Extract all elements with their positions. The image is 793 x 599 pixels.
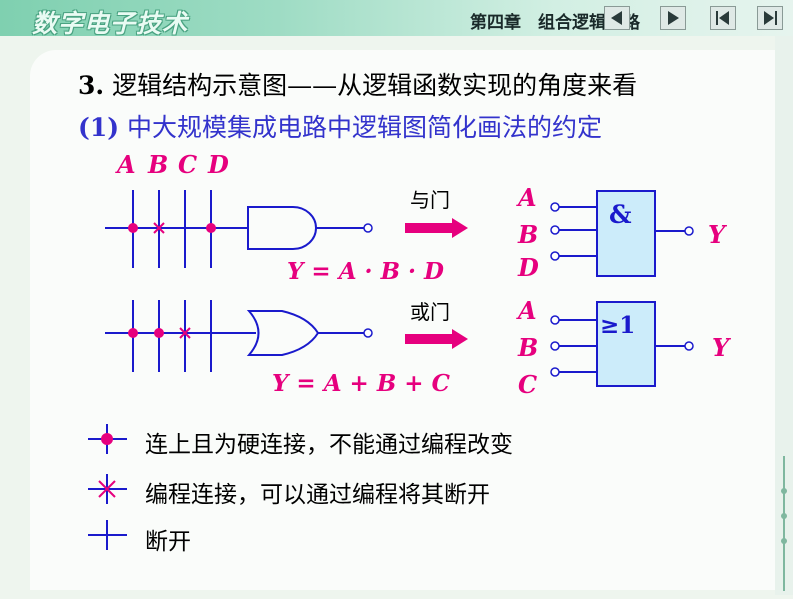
skip-to-last-icon	[764, 11, 777, 25]
course-title: 数字电子技术	[32, 9, 189, 38]
or-block-input-b: B	[517, 333, 538, 362]
or-output-terminal	[363, 328, 373, 338]
last-slide-button[interactable]	[757, 6, 783, 30]
input-letter-a: A	[115, 150, 136, 179]
hard-connection-dot	[206, 223, 216, 233]
subsection-title: 中大规模集成电路中逻辑图简化画法的约定	[127, 113, 603, 142]
subsection-number: (1)	[78, 113, 120, 142]
triangle-right-icon	[668, 11, 679, 25]
or-expression: Y = A + B + C	[272, 370, 451, 397]
programmable-connection-cross-icon	[88, 474, 127, 504]
next-slide-button[interactable]	[660, 6, 686, 30]
or-gate-label: 或门	[410, 300, 450, 324]
and-block-input-d: D	[517, 253, 539, 282]
programmable-connection-cross	[153, 222, 165, 234]
skip-to-first-icon	[716, 11, 729, 25]
and-expression: Y = A · B · D	[287, 258, 444, 285]
hard-connection-dot	[154, 328, 164, 338]
scroll-indicator	[781, 456, 787, 591]
or-block-input-a: A	[516, 296, 537, 325]
hard-connection-dot-icon	[88, 424, 127, 454]
or-gate-symbol	[246, 310, 320, 356]
prev-slide-button[interactable]	[604, 6, 630, 30]
header-bar: 数字电子技术 第四章 组合逻辑电路	[0, 0, 793, 38]
legend-programmable-connection-text: 编程连接，可以通过编程将其断开	[145, 482, 490, 508]
and-block-input-b: B	[517, 220, 538, 249]
triangle-left-icon	[611, 11, 622, 25]
hard-connection-dot	[128, 328, 138, 338]
arrow-right-icon	[405, 329, 468, 349]
programmable-connection-cross	[179, 327, 191, 339]
first-slide-button[interactable]	[710, 6, 736, 30]
and-output-terminal	[363, 223, 373, 233]
section-number: 3.	[78, 71, 105, 100]
input-letter-d: D	[207, 150, 229, 179]
and-gate-label: 与门	[410, 188, 450, 212]
input-letter-b: B	[147, 150, 168, 179]
section-title: 逻辑结构示意图——从逻辑函数实现的角度来看	[112, 71, 638, 100]
hard-connection-dot	[128, 223, 138, 233]
and-block	[596, 190, 656, 277]
or-block-output: Y	[712, 333, 732, 362]
chapter-title: 第四章 组合逻辑电路	[470, 13, 640, 33]
and-block-symbol: &	[609, 200, 632, 229]
right-side-bar	[775, 36, 793, 595]
arrow-right-icon	[405, 218, 468, 238]
or-block	[596, 301, 656, 387]
legend-hard-connection-text: 连上且为硬连接，不能通过编程改变	[145, 432, 513, 458]
or-block-symbol: ≥1	[600, 312, 635, 339]
and-gate-symbol	[247, 206, 317, 250]
and-block-output: Y	[708, 220, 728, 249]
or-input-lines	[105, 300, 364, 372]
and-input-lines	[105, 190, 364, 268]
subsection-heading: (1) 中大规模集成电路中逻辑图简化画法的约定	[78, 108, 602, 144]
section-heading: 3. 逻辑结构示意图——从逻辑函数实现的角度来看	[78, 66, 637, 102]
disconnected-cross-icon	[88, 520, 127, 550]
or-block-input-c: C	[518, 370, 537, 399]
and-block-input-a: A	[516, 183, 537, 212]
legend-disconnected-text: 断开	[145, 529, 191, 555]
input-letter-c: C	[178, 150, 197, 179]
